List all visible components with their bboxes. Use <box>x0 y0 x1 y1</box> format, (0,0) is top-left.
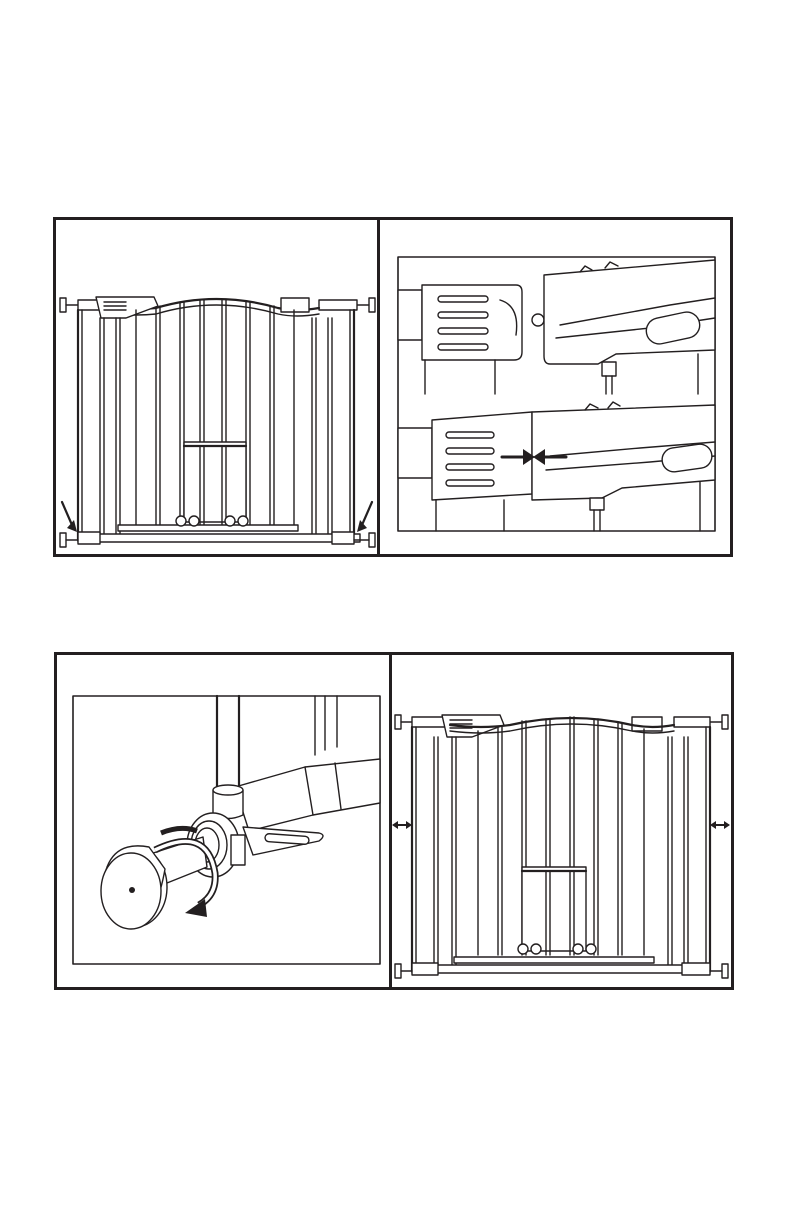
gate-frame <box>60 297 375 547</box>
figure-1-gate-illustration <box>56 220 377 554</box>
latch-before-alignment <box>398 260 715 394</box>
gate-frame <box>395 715 728 978</box>
spindle-assembly <box>101 696 380 929</box>
figure-1-latch-closeup <box>380 220 730 554</box>
down-arrow-right-icon <box>357 502 372 532</box>
figure-2-gate-illustration <box>392 655 731 987</box>
latch-after-alignment <box>398 402 715 531</box>
expand-arrow-right-icon <box>710 821 730 829</box>
expand-arrow-left-icon <box>392 821 412 829</box>
down-arrow-left-icon <box>62 502 77 532</box>
figure-2-spindle-closeup <box>57 655 389 987</box>
